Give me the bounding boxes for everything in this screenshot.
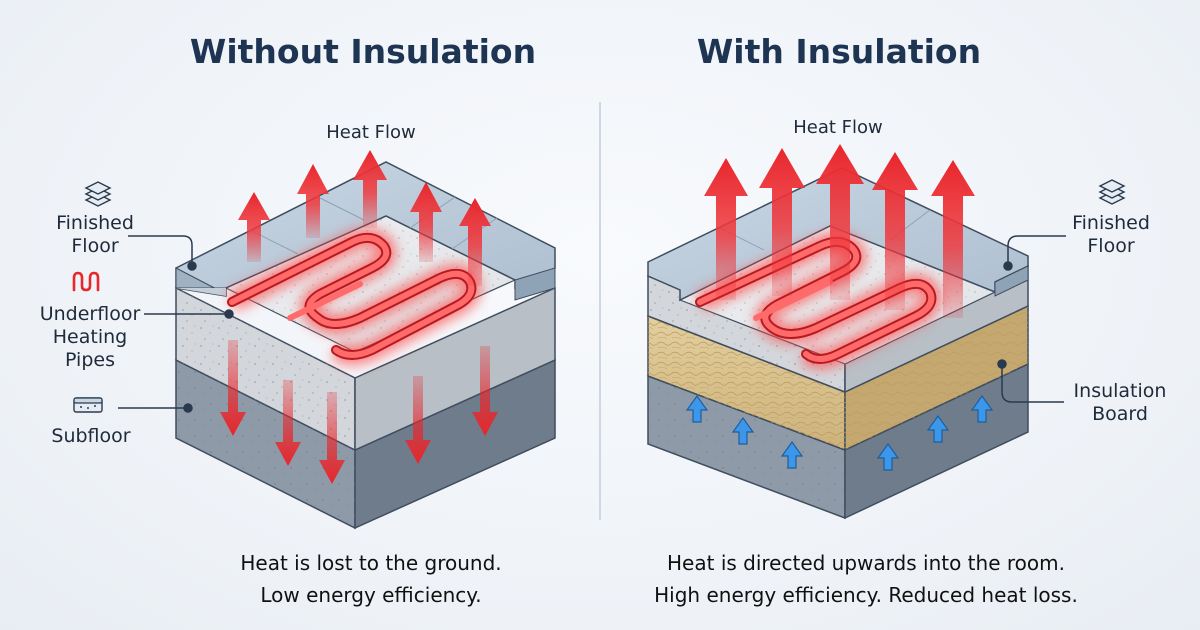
layers-icon	[84, 181, 112, 207]
left-floor-block	[175, 161, 556, 530]
heat-arrow-down	[405, 376, 431, 464]
heat-arrow-down	[319, 392, 345, 484]
heat-arrow-up	[353, 150, 387, 228]
left-subfloor-label: Subfloor	[51, 425, 131, 447]
heat-arrow-up	[410, 182, 442, 262]
blue-arrow-up	[685, 394, 709, 423]
left-heat-flow-label: Heat Flow	[326, 122, 416, 143]
label-line: Finished	[56, 212, 134, 234]
caption-line: High energy efficiency. Reduced heat los…	[654, 583, 1078, 607]
layers-icon	[1098, 179, 1126, 205]
blue-arrow-up	[731, 416, 755, 445]
right-insulation-label: Insulation Board	[1058, 380, 1182, 426]
heating-coil-icon	[72, 271, 100, 292]
right-blocked-heat-arrows	[685, 394, 994, 471]
right-finished-floor-label: Finished Floor	[1056, 212, 1166, 258]
heat-arrow-up	[759, 148, 805, 296]
heat-arrow-up	[459, 198, 491, 286]
panel-divider	[599, 102, 601, 520]
blue-arrow-up	[876, 442, 900, 471]
heat-arrow-up	[931, 160, 975, 318]
heat-arrow-down	[472, 346, 498, 436]
right-caption: Heat is directed upwards into the room. …	[606, 547, 1126, 611]
heat-arrow-up	[816, 144, 864, 300]
caption-line: Heat is directed upwards into the room.	[667, 551, 1065, 575]
label-line: Floor	[71, 235, 119, 257]
left-pipes-label: Underfloor Heating Pipes	[30, 303, 150, 372]
blue-arrow-up	[780, 440, 804, 469]
label-line: Underfloor	[39, 303, 141, 325]
blue-arrow-up	[970, 394, 994, 423]
left-heat-up-arrows	[238, 150, 491, 286]
heat-arrow-up	[704, 158, 748, 300]
left-title: Without Insulation	[189, 32, 537, 71]
label-line: Insulation	[1073, 380, 1167, 402]
caption-line: Low energy efficiency.	[260, 583, 482, 607]
right-title: With Insulation	[696, 32, 982, 71]
label-line: Pipes	[65, 349, 115, 371]
left-caption: Heat is lost to the ground. Low energy e…	[111, 547, 631, 611]
right-leader-lines	[997, 235, 1066, 403]
left-finished-floor-label: Finished Floor	[40, 212, 150, 258]
label-line: Board	[1092, 403, 1148, 425]
left-leader-lines	[118, 235, 234, 413]
blue-arrow-up	[926, 414, 950, 443]
label-line: Finished	[1072, 212, 1150, 234]
caption-line: Heat is lost to the ground.	[240, 551, 502, 575]
right-heat-flow-label: Heat Flow	[793, 117, 883, 138]
label-line: Floor	[1087, 235, 1135, 257]
heat-arrow-up	[872, 152, 918, 310]
heat-arrow-down	[275, 380, 301, 466]
heat-arrow-up	[238, 192, 270, 262]
left-heat-down-arrows	[220, 340, 498, 484]
heat-arrow-down	[220, 340, 246, 436]
label-line: Heating	[52, 326, 128, 348]
heat-arrow-up	[297, 164, 329, 238]
slab-icon	[73, 397, 103, 413]
right-heat-up-arrows	[704, 144, 975, 318]
